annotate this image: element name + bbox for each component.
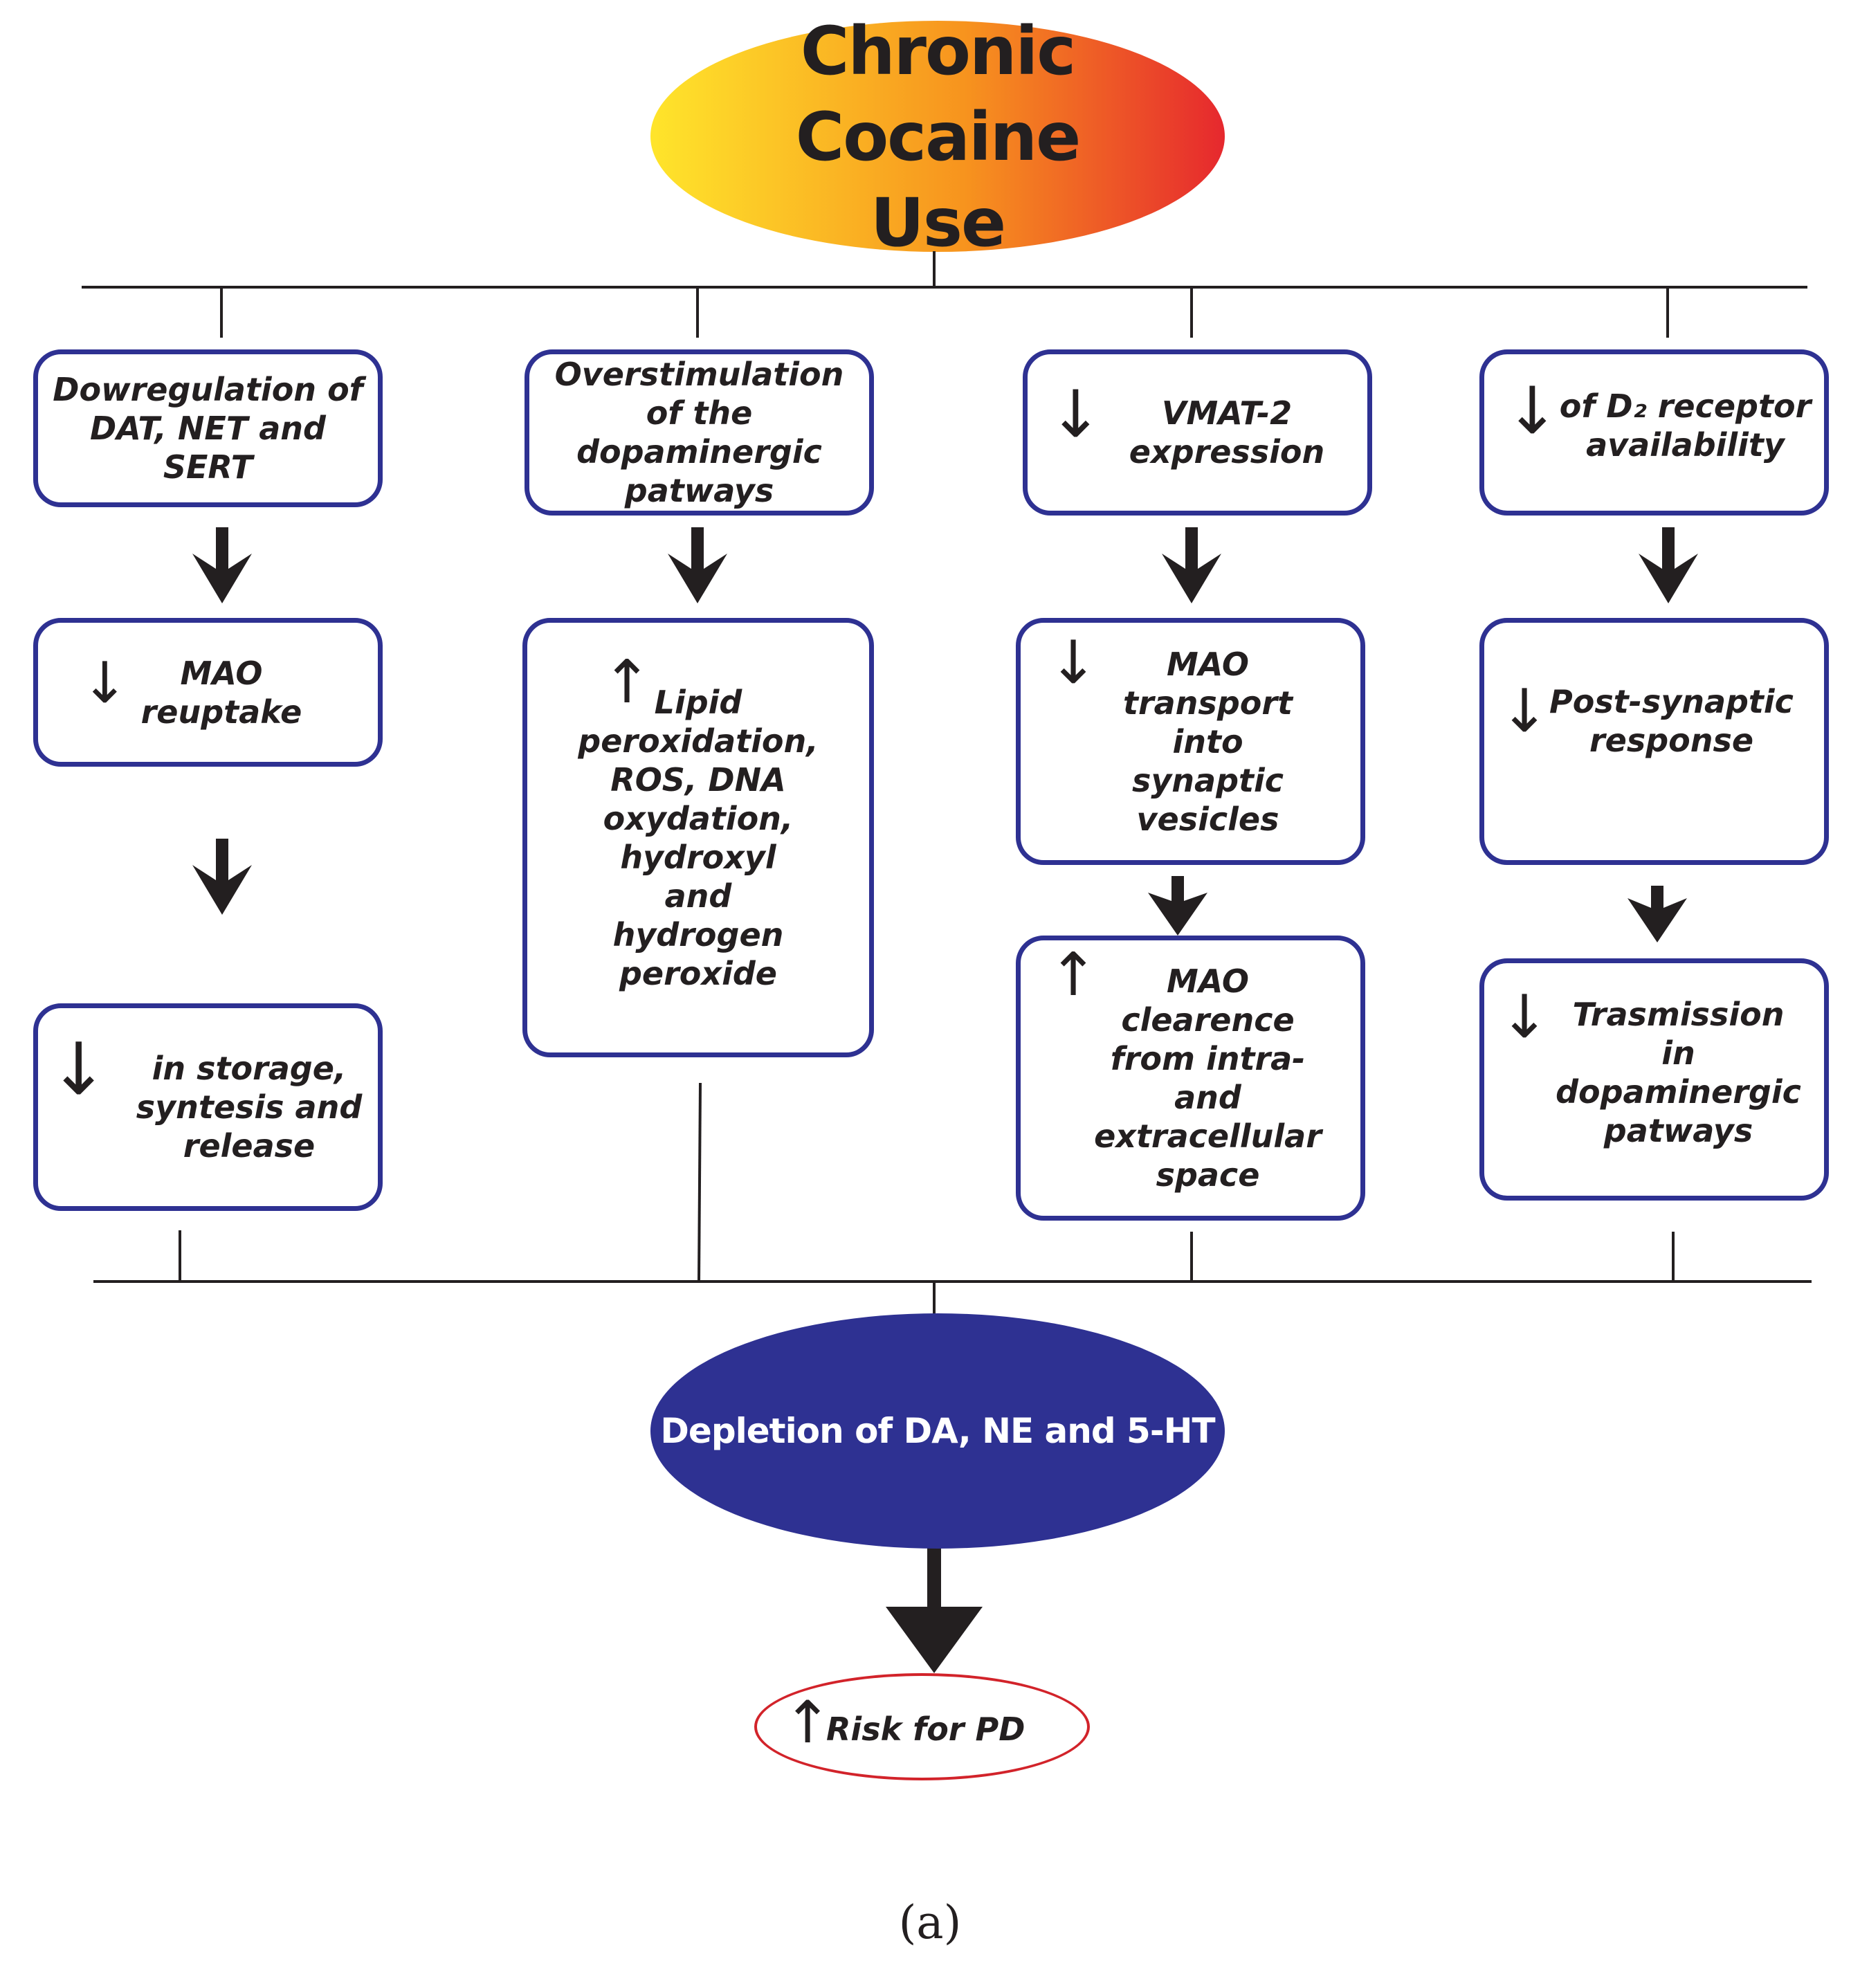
box-storage-text: in storage, syntesis and release <box>100 1008 398 1206</box>
text-line: Overstimulation <box>554 356 844 393</box>
box-overstimulation-text: Overstimulation of the dopaminergic patw… <box>533 354 866 511</box>
text-line: reuptake <box>140 693 302 731</box>
text-line: peroxidation, <box>578 722 819 760</box>
arrow-col4-b <box>1628 886 1687 942</box>
top-oval-line-2: Use <box>870 183 1006 262</box>
text-line: dopaminergic <box>576 433 822 471</box>
top-oval-shape <box>650 21 1225 252</box>
text-line: dopaminergic <box>1556 1073 1801 1111</box>
text-line: SERT <box>163 448 253 486</box>
text-line: of D₂ receptor <box>1559 387 1812 425</box>
box-downregulation-transporters: Dowregulation of DAT, NET and SERT <box>33 349 383 507</box>
text-line: in storage, <box>152 1050 347 1087</box>
text-line: synaptic <box>1131 761 1284 799</box>
text-line: transport <box>1122 684 1293 722</box>
text-line: oxydation, <box>603 799 794 837</box>
box-mao-transport-vesicles: ↓ MAO transport into synaptic vesicles <box>1016 618 1365 865</box>
text-line: space <box>1156 1156 1260 1194</box>
text-line: of the <box>646 394 753 432</box>
text-line: patways <box>624 472 774 509</box>
text-line: MAO <box>1166 645 1250 683</box>
down-arrow-icon: ↓ <box>48 1027 109 1111</box>
box-transmission-dopaminergic: ↓ Trasmission in dopaminergic patways <box>1479 958 1829 1201</box>
arrow-col1-b <box>192 839 252 915</box>
text-line: into <box>1172 722 1243 760</box>
depletion-oval: Depletion of DA, NE and 5-HT <box>650 1313 1225 1549</box>
text-line: release <box>183 1127 316 1165</box>
text-line: from intra- <box>1110 1040 1306 1077</box>
text-line: syntesis and <box>136 1088 363 1126</box>
box-vmat2-expression: ↓ VMAT-2 expression <box>1023 349 1372 516</box>
text-line: patways <box>1603 1112 1753 1149</box>
chronic-cocaine-use-oval: Chronic Cocaine Use <box>650 12 1225 262</box>
box-mao-clearance: ↑ MAO clearence from intra- and extracel… <box>1016 936 1365 1221</box>
text-line: hydrogen <box>612 915 784 954</box>
text-line: in <box>1661 1034 1695 1072</box>
arrow-col2-a <box>668 527 727 603</box>
arrow-to-risk <box>886 1505 983 1673</box>
box-storage-synthesis-release: ↓ in storage, syntesis and release <box>33 1003 383 1211</box>
box-d2-receptor-availability: ↓ of D₂ receptor availability <box>1479 349 1829 516</box>
box-post-synaptic-text: Post-synaptic response <box>1526 623 1817 819</box>
box-mao-reuptake-text: MAO reuptake <box>121 623 322 762</box>
text-line: Trasmission <box>1572 996 1785 1033</box>
box-downregulation-text: Dowregulation of DAT, NET and SERT <box>45 354 371 502</box>
risk-label: Risk for PD <box>826 1711 1025 1748</box>
text-line: ROS, DNA <box>610 760 786 799</box>
text-line: DAT, NET and <box>90 410 326 447</box>
box-vmat2-text: VMAT-2 expression <box>1093 354 1360 511</box>
text-line: availability <box>1586 426 1785 464</box>
text-line: MAO <box>1166 963 1250 1000</box>
text-line: extracellular <box>1094 1118 1322 1155</box>
text-line: MAO <box>180 654 263 692</box>
text-line: response <box>1589 721 1754 759</box>
text-line: Dowregulation of <box>53 371 363 408</box>
top-oval-line-1: Chronic Cocaine <box>795 12 1081 176</box>
text-line: hydroxyl <box>620 838 776 876</box>
text-line: and <box>664 877 732 915</box>
box-transmission-text: Trasmission in dopaminergic patways <box>1540 963 1817 1182</box>
box-lipid-text: Lipid peroxidation, ROS, DNA oxydation, … <box>527 623 869 1052</box>
text-line: Lipid <box>654 683 742 721</box>
risk-for-pd-oval: ↑ Risk for PD <box>754 1673 1090 1780</box>
text-line: VMAT-2 <box>1161 394 1293 432</box>
bottom-rise-line-2 <box>698 1082 702 1282</box>
box-mao-transport-text: MAO transport into synaptic vesicles <box>1083 623 1333 860</box>
figure-caption: (a) <box>898 1896 962 1949</box>
box-post-synaptic-response: ↓ Post-synaptic response <box>1479 618 1829 865</box>
up-arrow-icon: ↑ <box>783 1688 832 1756</box>
text-line: vesicles <box>1136 800 1279 838</box>
box-d2-text: of D₂ receptor availability <box>1550 354 1821 511</box>
text-line: expression <box>1129 433 1325 471</box>
arrow-col4-a <box>1639 527 1698 603</box>
arrow-col1-a <box>192 527 252 603</box>
box-overstimulation-dopaminergic: Overstimulation of the dopaminergic patw… <box>525 349 874 516</box>
box-mao-clearance-text: MAO clearence from intra- and extracellu… <box>1076 940 1340 1216</box>
text-line: peroxide <box>619 954 777 992</box>
box-mao-reuptake: ↓ MAO reuptake <box>33 618 383 767</box>
down-arrow-icon: ↓ <box>81 650 129 716</box>
text-line: Post-synaptic <box>1549 682 1794 720</box>
top-oval-label: Chronic Cocaine Use <box>650 8 1225 266</box>
text-line: and <box>1174 1079 1241 1116</box>
arrow-col3-a <box>1162 527 1221 603</box>
depletion-label: Depletion of DA, NE and 5-HT <box>660 1411 1215 1451</box>
text-line: clearence <box>1121 1001 1295 1039</box>
arrow-col3-b <box>1148 876 1207 936</box>
box-lipid-peroxidation: ↑ Lipid peroxidation, ROS, DNA oxydation… <box>522 618 874 1057</box>
